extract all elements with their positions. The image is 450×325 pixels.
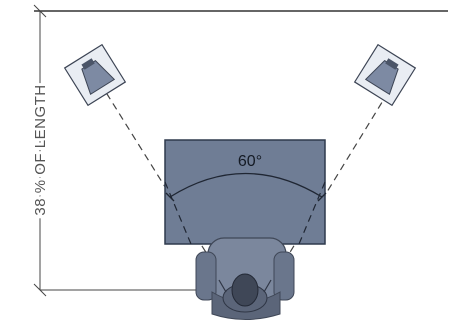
angle-label: 60° bbox=[238, 153, 262, 170]
dimension-marker bbox=[33, 4, 205, 297]
sight-lines bbox=[101, 85, 393, 263]
angle-arc bbox=[169, 172, 323, 198]
angle-arc-ends bbox=[165, 192, 327, 202]
dimension-label: 38 % OF LENGTH bbox=[32, 84, 49, 215]
listener-person-icon bbox=[218, 273, 272, 313]
listener-chair-icon bbox=[195, 237, 295, 320]
right-speaker-icon bbox=[353, 43, 417, 107]
left-speaker-icon bbox=[63, 43, 127, 107]
